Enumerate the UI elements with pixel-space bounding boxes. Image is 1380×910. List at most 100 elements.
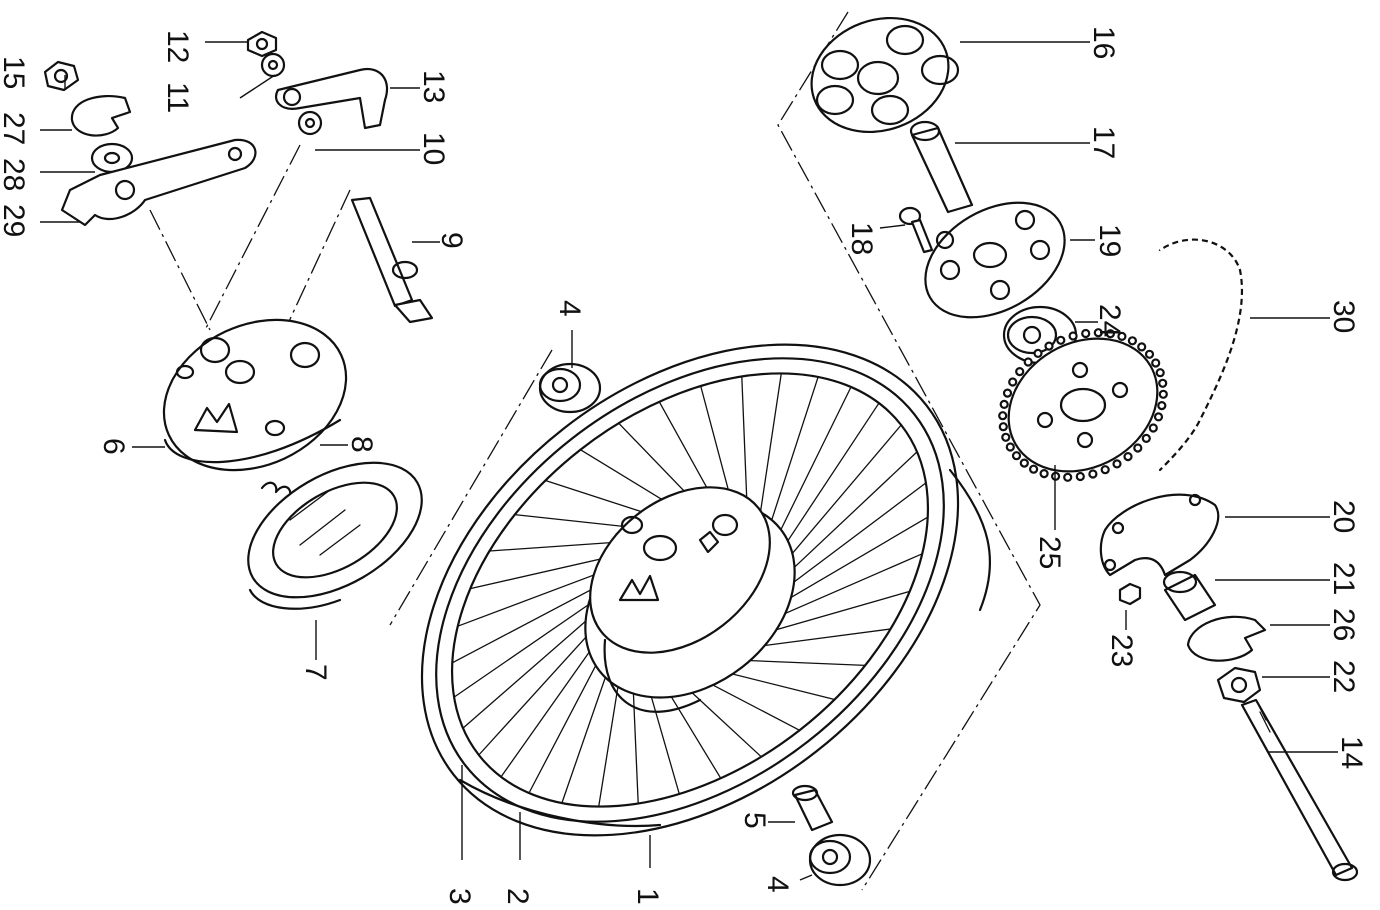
sprocket-tooth [998, 411, 1008, 421]
sprocket-tooth [1075, 471, 1085, 482]
spoke [500, 629, 606, 778]
sprocket-tooth [1028, 464, 1039, 474]
wheel-hub [584, 486, 796, 713]
sprocket-tooth [1141, 433, 1151, 443]
sprocket-tooth [1015, 367, 1025, 377]
sprocket-tooth [1011, 451, 1022, 461]
callout-1: 1 [631, 888, 664, 905]
sprocket-tooth [1044, 341, 1054, 351]
drive-chain-30 [1158, 237, 1244, 472]
sprocket-tooth [1155, 368, 1165, 378]
callout-21: 21 [1327, 562, 1360, 595]
brake-shoes [247, 461, 423, 610]
bolt-18 [898, 206, 934, 254]
sprocket-tooth [1157, 401, 1167, 411]
bearing-top [538, 362, 602, 414]
spacer-sleeve [791, 784, 834, 832]
sprocket-tooth [1088, 469, 1098, 479]
sprocket-tooth [1127, 336, 1138, 346]
sprocket-25 [998, 328, 1168, 482]
sprocket-tooth [1093, 328, 1103, 338]
spacer-21 [1162, 570, 1217, 622]
sprocket-tooth [1144, 349, 1155, 359]
callout-12: 12 [161, 30, 194, 63]
callout-24: 24 [1093, 304, 1126, 337]
sprocket-tooth [1033, 348, 1043, 358]
callout-6: 6 [97, 438, 130, 455]
nut-22 [1216, 666, 1262, 704]
callout-11: 11 [161, 82, 194, 113]
callout-13: 13 [417, 70, 450, 103]
sprocket-tooth [1123, 452, 1133, 462]
sprocket-tooth [1056, 335, 1066, 345]
torque-arm-29 [60, 138, 257, 227]
callout-17: 17 [1087, 126, 1120, 159]
callout-7: 7 [299, 664, 332, 681]
callout-18: 18 [845, 222, 878, 255]
callout-labels: 1 2 3 4 4 5 6 7 8 9 10 11 12 13 14 15 16… [0, 26, 1368, 905]
callout-8: 8 [345, 436, 378, 453]
spoke [771, 386, 852, 550]
sprocket-tooth [999, 399, 1009, 409]
callout-23: 23 [1105, 634, 1138, 667]
brake-backing-plate [162, 318, 348, 472]
washer-10 [297, 110, 323, 136]
sprocket-tooth [1148, 423, 1158, 433]
callout-29: 29 [0, 204, 30, 237]
callout-28: 28 [0, 158, 30, 191]
callout-4-bottom: 4 [761, 876, 794, 893]
sprocket-tooth [1158, 389, 1168, 399]
sprocket-tooth [1081, 328, 1091, 339]
sprocket-tooth [1019, 458, 1029, 468]
bearing-bottom [808, 833, 872, 887]
sprocket-tooth [1137, 342, 1147, 352]
callout-3: 3 [443, 888, 476, 905]
callout-9: 9 [435, 232, 468, 249]
callout-5: 5 [738, 812, 771, 829]
callout-10: 10 [417, 132, 450, 165]
sprocket-tooth [1158, 378, 1168, 388]
chain-guard-plate-20 [1099, 493, 1220, 577]
sprocket-tooth [1105, 329, 1116, 339]
sprocket-tooth [1068, 331, 1078, 341]
callout-16: 16 [1087, 26, 1120, 59]
sprocket-tooth [1023, 357, 1033, 367]
leader-lines [40, 41, 1338, 881]
spoke [528, 640, 609, 794]
sprocket-tooth [1001, 432, 1011, 442]
callout-25: 25 [1033, 536, 1066, 569]
adjuster-plate-27 [70, 94, 132, 137]
washer-11 [260, 52, 286, 78]
rear-wheel [420, 343, 992, 837]
callout-4-top: 4 [553, 300, 586, 317]
spoke [773, 451, 918, 588]
callout-2: 2 [501, 888, 534, 905]
spoke [768, 482, 927, 602]
callout-15: 15 [0, 56, 30, 89]
sprocket-tooth [1112, 459, 1122, 469]
spoke [462, 602, 607, 729]
sprocket-tooth [1133, 443, 1143, 453]
assembly-axes [149, 11, 1041, 891]
nut-23 [1118, 582, 1142, 606]
drive-flange-19 [924, 201, 1066, 319]
sprocket-tooth [1002, 388, 1013, 398]
sprocket-tooth [1151, 358, 1161, 368]
nut-15 [43, 60, 80, 92]
spoke [453, 588, 612, 698]
rear-axle-14 [1240, 698, 1359, 882]
sprocket-tooth [1117, 331, 1127, 341]
spoke [757, 372, 782, 530]
sprocket-tooth [1039, 469, 1049, 479]
brake-lever [274, 67, 388, 130]
callout-22: 22 [1327, 660, 1360, 693]
callout-27: 27 [0, 112, 30, 145]
spoke [478, 616, 605, 756]
callout-26: 26 [1327, 608, 1360, 641]
nut-12 [246, 30, 278, 58]
cush-drive-rubber [810, 16, 960, 134]
sprocket-tooth [1063, 472, 1073, 482]
callout-20: 20 [1327, 500, 1360, 533]
spoke [774, 402, 880, 561]
